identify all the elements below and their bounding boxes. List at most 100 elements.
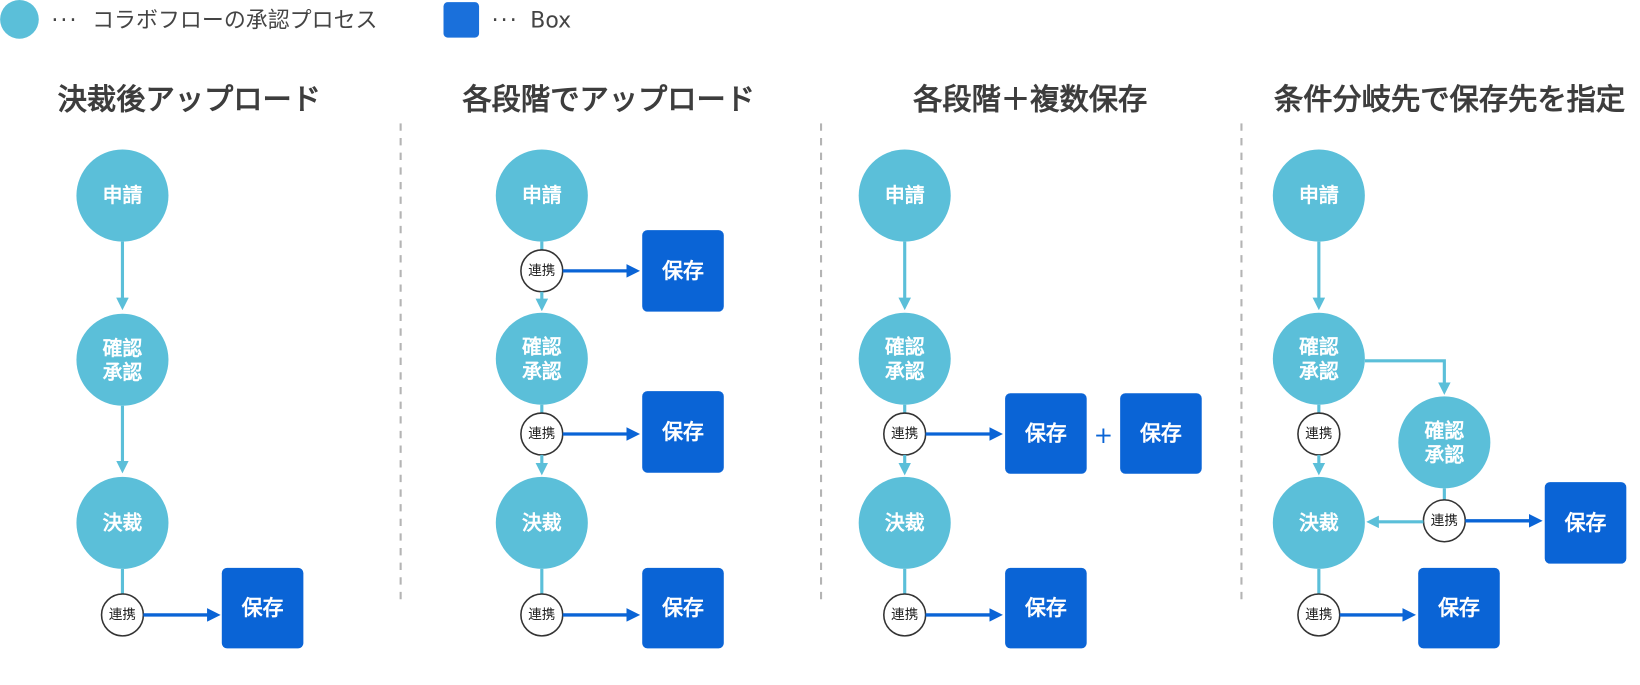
link-label: 連携 [528,426,555,442]
link-label: 連携 [528,607,555,623]
process-circle [495,476,588,569]
node-label: 申請 [885,184,925,207]
node-label-line-2: 承認 [103,361,143,384]
link-label: 連携 [891,607,918,623]
legend-label: コラボフローの承認プロセス [92,8,377,33]
process-node-apply: 申請 [858,149,951,242]
link-label: 連携 [891,426,918,442]
box-label: 保存 [1024,596,1067,620]
box-rect [221,567,304,649]
node-label-line-2: 承認 [1424,443,1464,466]
column-multi-save: 各段階＋複数保存 申請 確認 承認 連携 保存 + 保存 決裁 [858,82,1202,649]
process-circle [1272,476,1365,569]
process-node-decide: 決裁 [858,476,951,569]
node-label-line-2: 承認 [1299,360,1339,383]
process-circle-icon [0,0,39,39]
legend-item-process: ··· コラボフローの承認プロセス [0,0,378,39]
box-label: 保存 [1024,421,1067,445]
node-label-line-1: 確認 [1299,336,1339,359]
box-label: 保存 [1437,596,1480,620]
link-node: 連携 [520,249,564,293]
box-rect [1005,393,1087,474]
process-circle [858,149,951,242]
legend-dots: ··· [492,8,519,33]
link-node: 連携 [520,593,564,637]
process-node-confirm: 確認 承認 [76,313,169,406]
node-label-line-1: 確認 [885,336,925,359]
box-label: 保存 [661,420,704,444]
link-label: 連携 [1431,513,1458,529]
plus-sign: + [1094,423,1113,449]
box-rect [642,230,724,312]
link-label: 連携 [109,607,136,623]
branch-flow-arrow [1364,359,1451,395]
link-node: 連携 [520,412,564,456]
process-node-decide: 決裁 [1272,476,1365,569]
box-save-node: 保存 [642,391,724,473]
box-rect [642,391,724,473]
process-circle [1398,396,1491,489]
link-label: 連携 [1305,426,1332,442]
column-title: 決裁後アップロード [58,82,321,116]
box-label: 保存 [661,259,704,283]
column-title: 条件分岐先で保存先を指定 [1274,82,1625,116]
process-node-apply: 申請 [1272,149,1365,242]
branch-box-save-node: 保存 [1544,482,1627,564]
box-label: 保存 [661,596,704,620]
node-label-line-2: 承認 [522,360,562,383]
process-circle [76,476,169,569]
column-conditional-branch: 条件分岐先で保存先を指定 申請 確認 承認 連携 決裁 連携 [1272,82,1627,649]
node-label: 決裁 [885,511,925,534]
box-save-node: 保存 [1418,567,1500,649]
node-label-line-1: 確認 [522,336,562,359]
box-label: 保存 [1139,421,1182,445]
box-rect [1418,567,1500,649]
process-circle [1272,149,1365,242]
node-label-line-1: 確認 [103,337,143,360]
legend: ··· コラボフローの承認プロセス ··· Box [0,0,571,39]
legend-dots: ··· [51,8,78,33]
process-circle [76,313,169,406]
node-label: 申請 [103,184,143,207]
box-save-node: 保存 [642,230,724,312]
node-label-line-1: 確認 [1424,419,1464,442]
box-rect [1544,482,1627,564]
node-label: 決裁 [522,511,562,534]
box-save-node: 保存 [1005,393,1087,474]
process-node-confirm: 確認 承認 [858,312,951,405]
node-label: 申請 [522,184,562,207]
box-label: 保存 [241,596,284,620]
node-label-line-2: 承認 [885,360,925,383]
process-node-apply: 申請 [495,149,588,242]
branch-process-node-confirm: 確認 承認 [1398,396,1491,489]
legend-label: Box [530,8,571,33]
link-node: 連携 [100,593,145,637]
column-title: 各段階＋複数保存 [912,82,1147,116]
process-node-confirm: 確認 承認 [1272,312,1365,405]
box-label: 保存 [1564,511,1607,535]
link-label: 連携 [1305,607,1332,623]
process-circle [1272,312,1365,405]
box-save-node: 保存 [1005,567,1087,649]
link-node: 連携 [883,593,927,637]
box-save-node: 保存 [221,567,304,649]
column-upload-each-stage: 各段階でアップロード 申請 連携 保存 確認 承認 連携 保存 [461,82,755,649]
box-rect [1120,393,1202,474]
box-square-icon [443,2,480,38]
column-title: 各段階でアップロード [461,82,755,116]
process-circle [76,149,169,242]
process-circle [495,312,588,405]
link-label: 連携 [528,263,555,279]
link-node: 連携 [1297,412,1341,456]
node-label: 申請 [1299,184,1339,207]
box-save-node: 保存 [1120,393,1202,474]
box-save-node: 保存 [642,567,724,649]
column-upload-after-decision: 決裁後アップロード 申請 確認 承認 決裁 連携 保存 [58,82,321,649]
link-node: 連携 [883,412,927,456]
process-node-decide: 決裁 [495,476,588,569]
process-node-decide: 決裁 [76,476,169,569]
node-label: 決裁 [1299,511,1339,534]
box-rect [642,567,724,649]
process-circle [858,476,951,569]
